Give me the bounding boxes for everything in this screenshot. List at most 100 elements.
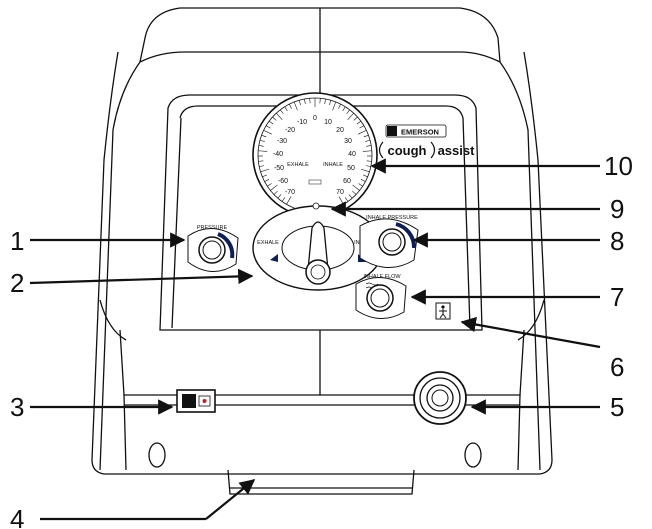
gauge-tick-marks <box>258 98 372 205</box>
gauge-label-30: 30 <box>344 138 352 145</box>
gauge-tick <box>329 100 332 106</box>
gauge-tick <box>360 168 370 173</box>
gauge-tick <box>258 150 268 152</box>
gauge-tick <box>347 113 354 121</box>
callout-numbers: 1 2 3 4 5 6 7 8 9 10 <box>10 151 633 529</box>
pressure-gauge: 0 -10 -20 -30 -40 -50 -60 -70 10 20 30 4… <box>252 92 378 218</box>
product-name-cough: cough <box>388 143 427 158</box>
gauge-zero-label: 0 <box>313 115 317 122</box>
callout-10: 10 <box>604 151 633 181</box>
inhale-flow-knob[interactable]: INHALE FLOW <box>355 274 407 319</box>
callout-3: 3 <box>10 392 24 422</box>
callout-2: 2 <box>10 268 24 298</box>
gauge-tick <box>363 134 369 138</box>
gauge-tick <box>346 109 350 114</box>
brand-logo: EMERSON cough assist <box>378 124 476 159</box>
selector-lever[interactable] <box>307 221 329 271</box>
gauge-tick <box>304 98 306 104</box>
gauge-tick <box>262 174 268 178</box>
pressure-scale-arc <box>217 232 235 259</box>
gauge-tick <box>261 134 267 138</box>
gauge-label-neg40: -40 <box>273 151 283 158</box>
callout-1: 1 <box>10 226 24 256</box>
selector-knob[interactable] <box>305 259 331 285</box>
selector-exhale-label: EXHALE <box>257 240 279 246</box>
gauge-tick <box>338 103 341 109</box>
callout-8: 8 <box>610 226 624 256</box>
gauge-tick <box>358 183 363 187</box>
pressure-knob[interactable]: PRESSURE <box>187 225 239 272</box>
indicator-light <box>312 202 320 210</box>
gauge-label-neg30: -30 <box>277 138 287 145</box>
gauge-tick <box>280 109 284 114</box>
callout-9: 9 <box>610 194 624 224</box>
callout-6: 6 <box>610 352 624 382</box>
gauge-tick <box>365 139 371 142</box>
callout-4: 4 <box>10 504 24 529</box>
applied-part-symbol-icon <box>435 302 451 320</box>
gauge-label-neg70: -70 <box>285 189 295 196</box>
callout-line-6 <box>460 316 601 349</box>
gauge-tick <box>356 120 362 125</box>
callout-5: 5 <box>610 392 624 422</box>
gauge-label-neg20: -20 <box>285 127 295 134</box>
gauge-tick <box>270 184 278 191</box>
gauge-label-70: 70 <box>336 189 344 196</box>
gauge-tick <box>272 116 277 121</box>
inhale-pressure-label: INHALE PRESSURE <box>366 215 418 221</box>
gauge-tick <box>352 190 357 195</box>
gauge-tick <box>268 120 274 125</box>
gauge-tick <box>264 179 270 182</box>
gauge-tick <box>366 145 372 147</box>
gauge-tick <box>344 197 349 202</box>
gauge-tick <box>298 100 301 106</box>
gauge-tick <box>348 194 353 199</box>
gauge-tick <box>258 160 264 162</box>
gauge-tick <box>362 174 368 178</box>
gauge-tick <box>365 165 371 167</box>
gauge-tick <box>359 125 364 129</box>
product-name-assist: assist <box>438 143 476 158</box>
gauge-label-60: 60 <box>343 178 351 185</box>
gauge-tick <box>263 129 272 135</box>
gauge-exhale-label: EXHALE <box>287 162 309 168</box>
power-switch[interactable] <box>176 389 216 413</box>
callout-lines <box>29 158 601 521</box>
gauge-tick <box>353 116 358 121</box>
patient-air-port[interactable] <box>413 371 467 425</box>
gauge-tick <box>358 129 367 135</box>
gauge-tick <box>289 103 292 109</box>
gauge-tick <box>276 113 283 121</box>
gauge-tick <box>362 150 372 152</box>
gauge-tick <box>267 183 272 187</box>
gauge-tick <box>260 168 270 173</box>
inhale-pressure-knob[interactable]: INHALE PRESSURE <box>359 215 419 268</box>
gauge-label-50: 50 <box>347 165 355 172</box>
gauge-label-neg10: -10 <box>297 119 307 126</box>
gauge-tick <box>360 179 366 182</box>
gauge-tick <box>352 184 360 191</box>
gauge-tick <box>293 101 298 111</box>
gauge-label-20: 20 <box>336 127 344 134</box>
callout-7: 7 <box>610 282 624 312</box>
exhale-arrow-icon <box>270 254 278 262</box>
gauge-label-neg60: -60 <box>278 178 288 185</box>
gauge-tick <box>332 101 337 111</box>
callout-line-4b <box>205 479 256 520</box>
brand-name: EMERSON <box>401 128 439 137</box>
gauge-tick <box>259 139 265 142</box>
gauge-tick <box>258 145 264 147</box>
gauge-label-40: 40 <box>348 151 356 158</box>
gauge-label-10: 10 <box>324 119 332 126</box>
callout-line-2 <box>29 268 254 285</box>
pressure-label: PRESSURE <box>197 225 228 231</box>
inhale-flow-label: INHALE FLOW <box>363 274 401 280</box>
gauge-tick <box>281 197 286 202</box>
gauge-tick <box>259 165 265 167</box>
gauge-tick <box>266 125 271 129</box>
gauge-tick <box>273 190 278 195</box>
gauge-tick <box>286 196 292 205</box>
gauge-tick <box>277 194 282 199</box>
gauge-tick <box>284 106 288 112</box>
